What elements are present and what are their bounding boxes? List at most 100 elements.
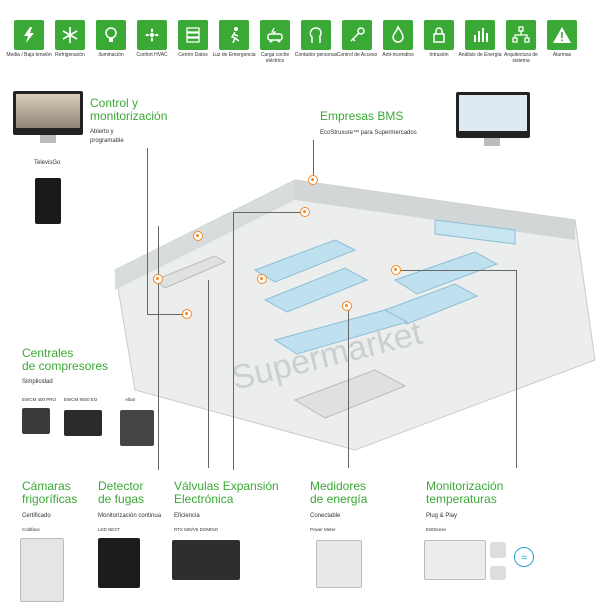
valvulas-title-2: Electrónica	[174, 492, 234, 506]
valvulas-sub: Eficiencia	[174, 513, 200, 519]
category-label-10: Anti-incendios	[382, 52, 414, 58]
person-counter-icon	[309, 27, 322, 43]
ewcm9000-device	[64, 410, 102, 436]
key-icon	[350, 27, 365, 42]
fire-icon	[392, 25, 404, 43]
fridge-row-1	[253, 239, 357, 283]
hotspot-camaras[interactable]	[193, 231, 203, 241]
centrales-title-1: Centrales	[22, 346, 74, 360]
connector-fugas-v	[208, 280, 209, 468]
category-tile-12[interactable]	[465, 20, 495, 50]
monitor-right	[456, 92, 530, 138]
camaras-title-1: Cámaras	[22, 479, 71, 493]
store-wall-right	[295, 180, 575, 240]
hotspot-fugas[interactable]	[257, 274, 267, 284]
snowflake-icon	[62, 27, 78, 43]
connector-bms-v	[313, 140, 314, 180]
lock-icon	[433, 27, 445, 43]
category-tile-6[interactable]	[219, 20, 249, 50]
televisgo-label: TelevisGo	[34, 160, 61, 166]
camaras-title-2: frigoríficas	[22, 492, 78, 506]
category-tile-4[interactable]	[137, 20, 167, 50]
category-label-7: Carga coche eléctrico	[260, 52, 290, 64]
category-label-8: Contador personas	[294, 52, 338, 58]
category-tile-5[interactable]	[178, 20, 208, 50]
altair-label: Altair	[125, 397, 136, 402]
category-label-2: Refrigeración	[55, 52, 85, 58]
ewsense-sensor-2	[490, 566, 506, 580]
centrales-sub: Simplicidad	[22, 379, 53, 385]
fugas-sub: Monitorización continua	[98, 513, 162, 519]
fugas-title-1: Detector	[98, 479, 144, 493]
connector-medidores-v	[348, 306, 349, 468]
rtx-label: RTX 600/V5 DOMINO	[174, 527, 219, 532]
connector-valvulas-v	[233, 212, 234, 470]
category-tile-7[interactable]	[260, 20, 290, 50]
centrales-title-2: de compresores	[22, 359, 109, 373]
temperaturas-sub: Plug & Play	[426, 513, 458, 519]
category-label-13: Arquitectura de sistema	[504, 52, 538, 64]
control-sub-2: programable	[90, 138, 124, 144]
hotspot-control[interactable]	[182, 309, 192, 319]
category-tile-9[interactable]	[342, 20, 372, 50]
monitor-left-stand	[40, 135, 56, 143]
server-icon	[186, 27, 200, 43]
shelf-row-2	[154, 255, 227, 289]
lightning-icon	[24, 27, 34, 43]
medidores-title-1: Medidores	[310, 479, 367, 493]
medidores-title-2: de energía	[310, 492, 368, 506]
fugas-title-2: de fugas	[98, 492, 145, 506]
category-tile-1[interactable]	[14, 20, 44, 50]
store-wall-back	[115, 180, 295, 290]
lightbulb-icon	[105, 27, 117, 42]
valvulas-title-1: Válvulas Expansión	[174, 479, 279, 493]
hotspot-medidores[interactable]	[342, 301, 352, 311]
category-label-6: Luz de Emergencia	[212, 52, 256, 58]
supermarket-illustration: Supermarket	[114, 179, 596, 451]
hotspot-valvulas[interactable]	[300, 207, 310, 217]
connector-temp-h	[396, 270, 516, 271]
category-label-11: Intrusión	[429, 52, 449, 58]
category-tile-14[interactable]	[547, 20, 577, 50]
powermeter-label: Power Meter	[310, 527, 336, 532]
hotspot-temperaturas[interactable]	[391, 265, 401, 275]
ev-charge-icon	[267, 27, 283, 43]
rtx-device	[172, 540, 240, 580]
category-tile-11[interactable]	[424, 20, 454, 50]
coldface-device	[20, 538, 64, 602]
ewsense-sensor	[490, 542, 506, 558]
connector-valvulas-h	[233, 212, 305, 213]
hotspot-bms[interactable]	[308, 175, 318, 185]
category-tile-8[interactable]	[301, 20, 331, 50]
category-label-9: Control de Acceso	[336, 52, 378, 58]
bms-title: Empresas BMS	[320, 109, 404, 123]
temperaturas-title-2: temperaturas	[426, 492, 497, 506]
fridge-row-3	[393, 251, 499, 295]
category-label-1: Media / Baja tensión	[6, 52, 52, 58]
bar-chart-icon	[474, 28, 488, 42]
control-title-2: monitorización	[90, 109, 168, 123]
monitor-right-stand	[484, 138, 500, 146]
category-label-14: Alarmas	[552, 52, 572, 58]
category-label-3: Iluminación	[98, 52, 124, 58]
warning-icon	[553, 27, 571, 43]
category-label-5: Centro Datos	[178, 52, 208, 58]
monitor-left	[13, 91, 83, 135]
hotspot-centrales[interactable]	[153, 274, 163, 284]
category-tile-13[interactable]	[506, 20, 536, 50]
control-sub-1: Abierto y	[90, 129, 114, 135]
category-label-12: Análisis de Energía	[458, 52, 502, 58]
coldface-label: Coldface	[22, 527, 40, 532]
ewcm400-label: EWCM 400 PRO	[22, 397, 57, 402]
fridge-row-2	[263, 267, 369, 313]
televisgo-device	[35, 178, 61, 224]
category-tile-3[interactable]	[96, 20, 126, 50]
category-label-4: Confort HVAC	[136, 52, 168, 58]
category-tile-2[interactable]	[55, 20, 85, 50]
emergency-exit-icon	[230, 27, 240, 44]
lkd-device	[98, 538, 140, 588]
category-tile-10[interactable]	[383, 20, 413, 50]
ewsense-label: EWSense	[426, 527, 447, 532]
connector-control-h	[147, 314, 187, 315]
connector-control-v	[147, 148, 148, 315]
